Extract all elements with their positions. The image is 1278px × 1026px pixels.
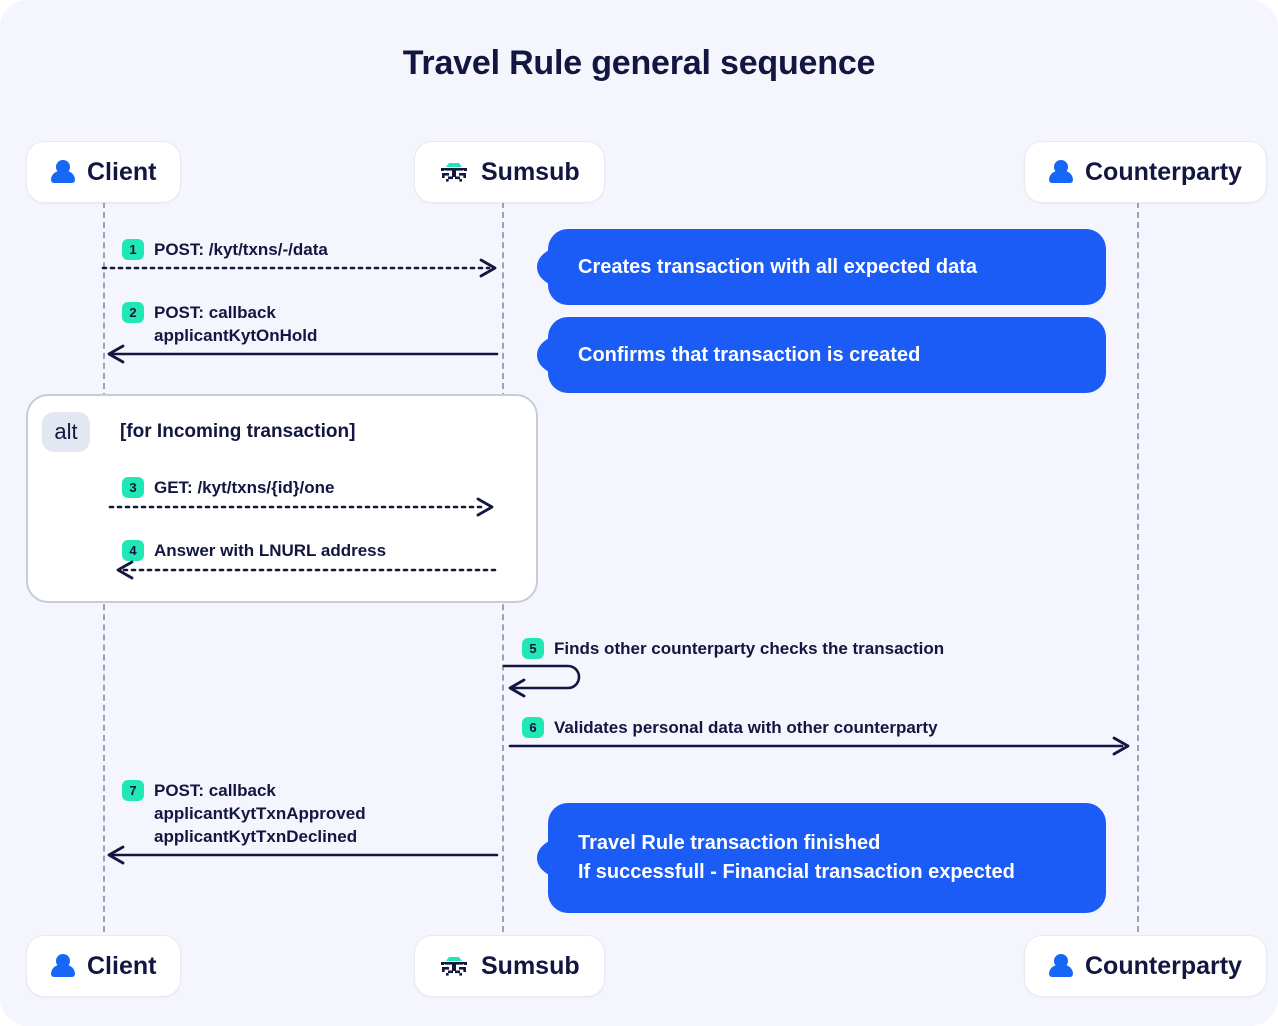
actor-label: Counterparty — [1085, 951, 1242, 980]
message-7-label: 7 POST: callback applicantKytTxnApproved… — [122, 779, 366, 848]
actor-label: Sumsub — [481, 157, 580, 186]
message-6-arrow — [508, 736, 1130, 756]
callout-tail-icon — [537, 840, 551, 876]
sumsub-logo-icon — [441, 957, 467, 976]
actor-sumsub-bottom[interactable]: Sumsub — [414, 935, 605, 997]
callout-tail-icon — [537, 249, 551, 285]
step-number-badge: 1 — [122, 239, 144, 260]
person-icon — [51, 953, 75, 979]
message-3-label: 3 GET: /kyt/txns/{id}/one — [122, 476, 334, 499]
message-text: Validates personal data with other count… — [554, 718, 938, 737]
alt-condition-label: [for Incoming transaction] — [120, 421, 356, 442]
step-number-badge: 6 — [522, 717, 544, 738]
callout-creates-transaction: Creates transaction with all expected da… — [537, 229, 1106, 305]
person-icon — [1049, 159, 1073, 185]
message-text: Answer with LNURL address — [154, 541, 387, 560]
callout-text: Creates transaction with all expected da… — [578, 255, 978, 278]
message-7-arrow — [107, 845, 499, 865]
actor-label: Counterparty — [1085, 157, 1242, 186]
actor-label: Client — [87, 157, 157, 186]
sumsub-logo-icon — [441, 163, 467, 182]
actor-counterparty-bottom[interactable]: Counterparty — [1024, 935, 1267, 997]
message-text: POST: callback applicantKytTxnApproved a… — [154, 781, 366, 846]
step-number-badge: 7 — [122, 780, 144, 801]
message-1-label: 1 POST: /kyt/txns/-/data — [122, 238, 328, 261]
step-number-badge: 5 — [522, 638, 544, 659]
message-text: Finds other counterparty checks the tran… — [554, 639, 945, 658]
message-2-label: 2 POST: callback applicantKytOnHold — [122, 301, 317, 347]
message-4-label: 4 Answer with LNURL address — [122, 539, 386, 562]
message-5-label: 5 Finds other counterparty checks the tr… — [522, 637, 944, 660]
callout-text: Travel Rule transaction finished If succ… — [578, 832, 1015, 883]
person-icon — [1049, 953, 1073, 979]
message-text: POST: /kyt/txns/-/data — [154, 240, 328, 259]
message-text: GET: /kyt/txns/{id}/one — [154, 478, 335, 497]
message-6-label: 6 Validates personal data with other cou… — [522, 716, 938, 739]
callout-confirms-transaction: Confirms that transaction is created — [537, 317, 1106, 393]
callout-text: Confirms that transaction is created — [578, 343, 921, 366]
actor-sumsub-top[interactable]: Sumsub — [414, 141, 605, 203]
actor-client-top[interactable]: Client — [26, 141, 182, 203]
actor-label: Client — [87, 951, 157, 980]
step-number-badge: 2 — [122, 302, 144, 323]
message-3-arrow — [108, 497, 494, 517]
message-1-arrow — [101, 258, 497, 278]
callout-transaction-finished: Travel Rule transaction finished If succ… — [537, 803, 1106, 913]
step-number-badge: 3 — [122, 477, 144, 498]
actor-label: Sumsub — [481, 951, 580, 980]
person-icon — [51, 159, 75, 185]
page-title: Travel Rule general sequence — [402, 44, 876, 82]
callout-tail-icon — [537, 337, 551, 373]
step-number-badge: 4 — [122, 540, 144, 561]
actor-client-bottom[interactable]: Client — [26, 935, 182, 997]
lifeline-counterparty — [1137, 202, 1139, 932]
alt-keyword-chip: alt — [42, 412, 90, 452]
message-5-self-arrow — [502, 664, 581, 698]
message-4-arrow — [116, 560, 500, 580]
message-2-arrow — [107, 344, 499, 364]
message-text: POST: callback applicantKytOnHold — [154, 303, 318, 345]
alt-block — [26, 394, 538, 603]
actor-counterparty-top[interactable]: Counterparty — [1024, 141, 1267, 203]
